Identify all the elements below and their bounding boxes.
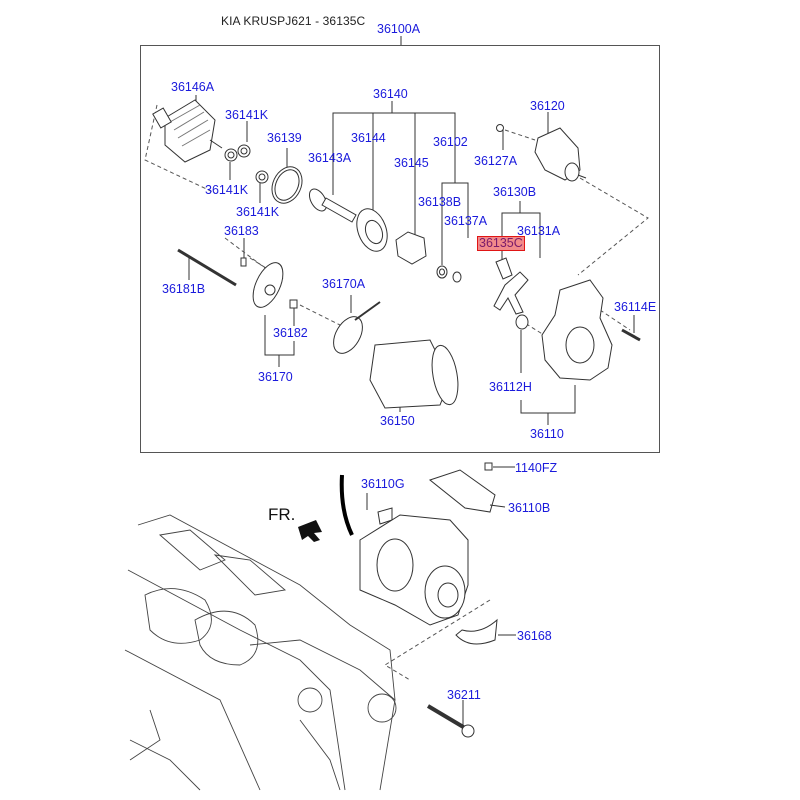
part-label-36183[interactable]: 36183 <box>224 224 259 238</box>
part-label-36150[interactable]: 36150 <box>380 414 415 428</box>
part-label-36120[interactable]: 36120 <box>530 99 565 113</box>
part-label-36143A[interactable]: 36143A <box>308 151 352 165</box>
part-label-36112H[interactable]: 36112H <box>489 380 532 394</box>
part-label-36145[interactable]: 36145 <box>394 156 429 170</box>
armature-36146A <box>152 99 223 163</box>
engine-block-outline <box>124 514 397 791</box>
part-label-36141K[interactable]: 36141K <box>225 108 269 122</box>
part-label-36141K[interactable]: 36141K <box>205 183 249 197</box>
part-label-36181B[interactable]: 36181B <box>162 282 206 296</box>
part-label-36144[interactable]: 36144 <box>351 131 386 145</box>
part-label-36170[interactable]: 36170 <box>258 370 293 384</box>
part-label-36131A[interactable]: 36131A <box>517 224 561 238</box>
part-label-36138B[interactable]: 36138B <box>418 195 462 209</box>
part-label-1140FZ[interactable]: 1140FZ <box>515 461 558 475</box>
part-label-36110G[interactable]: 36110G <box>361 477 405 491</box>
part-label-36110[interactable]: 36110 <box>530 427 564 441</box>
part-label-36146A[interactable]: 36146A <box>171 80 215 94</box>
drive-housing-36110 <box>541 279 613 381</box>
diagram-title: KIA KRUSPJ621 - 36135C <box>221 14 366 28</box>
part-label-36140[interactable]: 36140 <box>373 87 408 101</box>
part-label-36211[interactable]: 36211 <box>447 688 481 702</box>
part-label-36102[interactable]: 36102 <box>433 135 468 149</box>
part-label-36170A[interactable]: 36170A <box>322 277 366 291</box>
yoke-36150 <box>369 339 459 409</box>
part-label-36114E[interactable]: 36114E <box>614 300 657 314</box>
part-label-36182[interactable]: 36182 <box>273 326 308 340</box>
part-label-36127A[interactable]: 36127A <box>474 154 518 168</box>
part-label-36139[interactable]: 36139 <box>267 131 302 145</box>
part-label-36168[interactable]: 36168 <box>517 629 552 643</box>
part-label-36110B[interactable]: 36110B <box>508 501 551 515</box>
front-direction-label: FR. <box>268 505 296 524</box>
part-label-36137A[interactable]: 36137A <box>444 214 488 228</box>
label-36100A[interactable]: 36100A <box>377 22 421 36</box>
part-label-36141K[interactable]: 36141K <box>236 205 280 219</box>
part-label-36130B[interactable]: 36130B <box>493 185 537 199</box>
shaft-36143A <box>308 188 357 223</box>
starter-motor-installed <box>359 514 469 626</box>
solenoid-36120 <box>534 127 587 182</box>
assembly-frame <box>140 45 660 453</box>
part-label-36135C-highlighted[interactable]: 36135C <box>477 236 525 251</box>
